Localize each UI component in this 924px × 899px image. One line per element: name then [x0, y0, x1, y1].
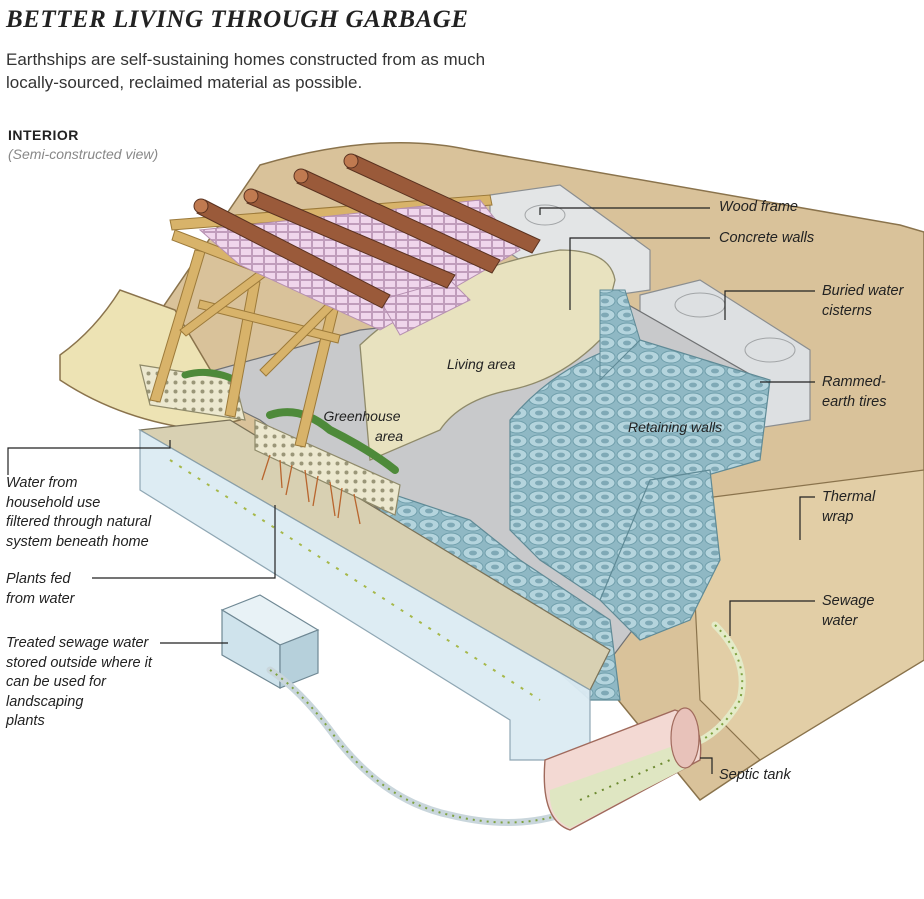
callout-water-household-line-4: system beneath home	[6, 533, 149, 550]
callout-thermal-wrap: Thermal wrap	[822, 488, 875, 527]
page-subtitle: Earthships are self-sustaining homes con…	[6, 50, 486, 92]
thermal-wrap-cut	[689, 469, 924, 761]
callout-wood-frame: Wood frame	[719, 199, 798, 215]
leader-lines	[7, 207, 815, 774]
callout-treated-sewage-line-5: plants	[6, 713, 45, 729]
plant-roots	[261, 454, 361, 525]
greenhouse-area-line-1: Greenhouse	[323, 408, 401, 424]
callout-water-household-line-2: household use	[6, 494, 101, 511]
callout-buried-water-cisterns: Buried water cisterns	[822, 282, 903, 321]
leader-buried-water	[724, 290, 815, 320]
callout-plants-fed-line-1: Plants fed	[6, 571, 71, 587]
callout-thermal-wrap-line-1: Thermal	[822, 489, 876, 505]
callout-concrete-walls: Concrete walls	[719, 230, 815, 246]
callout-rammed-earth-line-1: Rammed-	[822, 374, 886, 390]
plant-greens-back	[181, 368, 239, 384]
leader-concrete-walls	[569, 237, 710, 310]
roof-beams	[196, 154, 541, 309]
callout-treated-sewage-line-4: landscaping	[6, 693, 84, 710]
greenhouse-area-label: Greenhouse area	[321, 407, 403, 446]
water-flow-dots	[169, 459, 541, 701]
callout-buried-water-line-2: cisterns	[822, 302, 872, 319]
retaining-wall-right	[599, 469, 721, 641]
callout-treated-sewage-line-1: Treated sewage water	[6, 635, 149, 651]
leader-thermal-wrap	[799, 496, 815, 540]
plant-greens	[266, 408, 399, 474]
leader-sewage-water	[729, 600, 815, 636]
beam-ends	[193, 153, 359, 214]
retaining-wall-left	[599, 289, 641, 382]
callout-plants-fed: Plants fed from water	[6, 570, 75, 609]
callout-rammed-earth-tires: Rammed- earth tires	[822, 373, 886, 412]
callout-sewage-water: Sewage water	[822, 592, 874, 631]
living-area-label: Living area	[447, 356, 516, 372]
callout-sewage-water-line-2: water	[822, 612, 858, 629]
greenhouse-area-line-2: area	[375, 427, 404, 444]
callout-water-household-line-1: Water from	[6, 475, 78, 491]
callout-rammed-earth-line-2: earth tires	[822, 393, 887, 410]
outflow-pipe-dots	[269, 669, 561, 824]
view-heading: INTERIOR	[8, 127, 79, 143]
filtration-block	[139, 428, 591, 761]
view-subheading: (Semi-constructed view)	[8, 146, 159, 162]
leader-septic-tank	[700, 757, 713, 774]
roof-grid-right	[379, 279, 471, 336]
sewage-pipe	[686, 621, 746, 749]
planter-front	[254, 419, 401, 516]
callout-buried-water-line-1: Buried water	[822, 283, 904, 299]
callout-water-household-line-3: filtered through natural	[6, 514, 152, 530]
retaining-walls-label: Retaining walls	[628, 419, 723, 435]
leader-wood-frame	[539, 207, 710, 215]
callout-treated-sewage-line-3: can be used for	[6, 674, 106, 690]
page-title: BETTER LIVING THROUGH GARBAGE	[6, 6, 469, 33]
callout-plants-fed-line-2: from water	[6, 590, 75, 607]
leader-plants-fed	[92, 505, 276, 579]
callout-water-from-household: Water from household use filtered throug…	[6, 474, 151, 552]
callout-treated-sewage-line-2: stored outside where it	[6, 654, 152, 671]
callout-septic-tank: Septic tank	[719, 767, 791, 783]
callout-sewage-water-line-1: Sewage	[822, 593, 875, 609]
callout-thermal-wrap-line-2: wrap	[822, 508, 854, 525]
septic-tank	[543, 707, 702, 831]
callout-treated-sewage: Treated sewage water stored outside wher…	[6, 634, 152, 732]
leader-water-household	[7, 440, 171, 475]
